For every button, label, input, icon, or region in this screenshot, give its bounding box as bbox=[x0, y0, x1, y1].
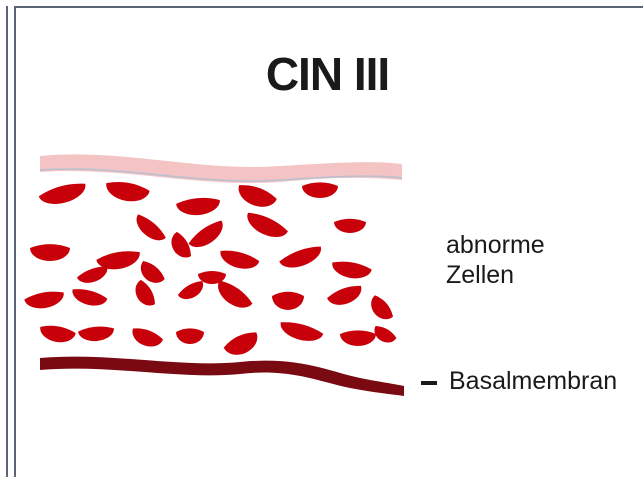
abnormal-cell bbox=[176, 196, 221, 217]
abnormal-cell bbox=[366, 293, 396, 324]
abnormal-cell bbox=[129, 325, 164, 351]
basal-membrane-pointer bbox=[421, 381, 437, 385]
basal-membrane-label: Basalmembran bbox=[449, 366, 617, 396]
abnormal-cell bbox=[38, 323, 76, 345]
abnormal-cell bbox=[76, 264, 111, 287]
abnormal-cells bbox=[24, 179, 398, 360]
abnormal-cell bbox=[176, 328, 204, 344]
basal-membrane bbox=[40, 357, 404, 396]
abnormal-cell bbox=[278, 319, 325, 345]
abnormal-cell bbox=[243, 209, 290, 243]
abnormal-cell bbox=[38, 180, 89, 209]
abnormal-cell bbox=[326, 282, 365, 309]
abnormal-cell bbox=[330, 259, 372, 281]
abnormal-cell bbox=[302, 182, 338, 198]
abnormal-cell bbox=[272, 292, 304, 310]
abnormal-cell bbox=[212, 277, 254, 314]
abnormal-cell bbox=[278, 243, 325, 273]
abnormal-cell bbox=[70, 286, 108, 309]
abnormal-cell bbox=[176, 278, 207, 303]
abnormal-cell bbox=[104, 179, 150, 205]
abnormal-cell bbox=[334, 219, 366, 233]
surface-layer bbox=[40, 154, 402, 183]
abnormal-cells-label-line1: abnorme bbox=[446, 230, 545, 260]
abnormal-cell bbox=[131, 278, 159, 310]
abnormal-cell bbox=[218, 247, 261, 272]
abnormal-cell bbox=[30, 244, 70, 261]
abnormal-cells-label: abnorme Zellen bbox=[446, 230, 545, 290]
abnormal-cell bbox=[222, 329, 262, 361]
abnormal-cell bbox=[187, 218, 229, 254]
abnormal-cell bbox=[131, 212, 168, 246]
abnormal-cell bbox=[78, 325, 115, 342]
abnormal-cells-label-line2: Zellen bbox=[446, 260, 545, 290]
abnormal-cell bbox=[234, 181, 278, 212]
abnormal-cell bbox=[167, 230, 195, 262]
abnormal-cell bbox=[340, 330, 376, 346]
abnormal-cell bbox=[24, 289, 66, 311]
